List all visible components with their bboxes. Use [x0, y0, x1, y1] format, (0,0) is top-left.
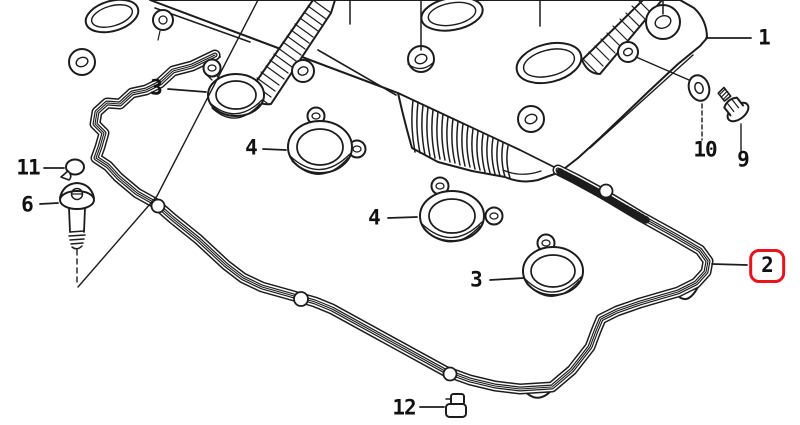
plug-tower-opening: [515, 41, 583, 85]
washer-part-10[interactable]: [685, 73, 712, 104]
plug-tower-opening: [84, 0, 140, 34]
gasket-bolt-hole: [150, 183, 614, 382]
callout-10[interactable]: 10: [693, 137, 717, 162]
leader-lines: [39, 37, 752, 408]
breather-ring: [152, 9, 174, 41]
washer-leader-line: [635, 56, 690, 81]
plug-hole-gasket-3b[interactable]: [522, 233, 584, 297]
cylinder-head-cover[interactable]: [68, 0, 708, 183]
callout-1[interactable]: 1: [758, 25, 771, 50]
flange-bolt-part-9[interactable]: [711, 83, 751, 125]
callout-6[interactable]: 6: [21, 192, 34, 217]
cap-part-12[interactable]: [445, 393, 467, 418]
callout-2-highlighted[interactable]: 2: [749, 249, 785, 283]
plug-hole-gasket-3a[interactable]: [202, 58, 265, 119]
callout-9[interactable]: 9: [737, 147, 750, 172]
gasket-band: [89, 49, 714, 395]
cover-screw-part-6[interactable]: [59, 182, 95, 250]
callout-12[interactable]: 12: [392, 395, 416, 420]
plug-hole-gasket-4b[interactable]: [419, 176, 504, 243]
callout-3b[interactable]: 3: [470, 267, 483, 292]
plug-hole-gasket-4a[interactable]: [287, 106, 367, 175]
callout-4a[interactable]: 4: [245, 135, 258, 160]
grommet-part-11[interactable]: [60, 158, 85, 181]
callout-3a[interactable]: 3: [150, 75, 163, 100]
callout-11[interactable]: 11: [16, 155, 40, 180]
callout-4b[interactable]: 4: [368, 205, 381, 230]
head-cover-gasket[interactable]: [89, 49, 714, 399]
screw-axis-line: [77, 0, 259, 288]
bolt-boss: [68, 4, 681, 133]
